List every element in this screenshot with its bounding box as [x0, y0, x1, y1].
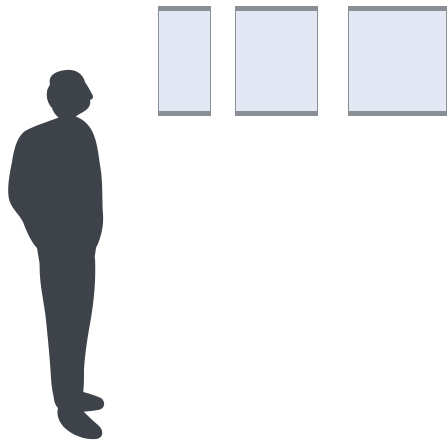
- panel-edge: [348, 11, 349, 111]
- panel-frame-bottom: [158, 111, 211, 116]
- artwork-panel-middle: [235, 6, 318, 116]
- panel-frame-top: [235, 6, 318, 11]
- panel-face: [235, 11, 318, 111]
- panel-face: [158, 11, 211, 111]
- person-silhouette-body: [8, 69, 105, 440]
- panel-frame-top: [348, 6, 447, 11]
- panel-face: [348, 11, 447, 111]
- panel-frame-bottom: [235, 111, 318, 116]
- panel-edge: [210, 11, 211, 111]
- panel-edge: [158, 11, 159, 111]
- panel-edge: [235, 11, 236, 111]
- artwork-panel-left: [158, 6, 211, 116]
- panel-frame-bottom: [348, 111, 447, 116]
- panel-edge: [317, 11, 318, 111]
- panel-frame-top: [158, 6, 211, 11]
